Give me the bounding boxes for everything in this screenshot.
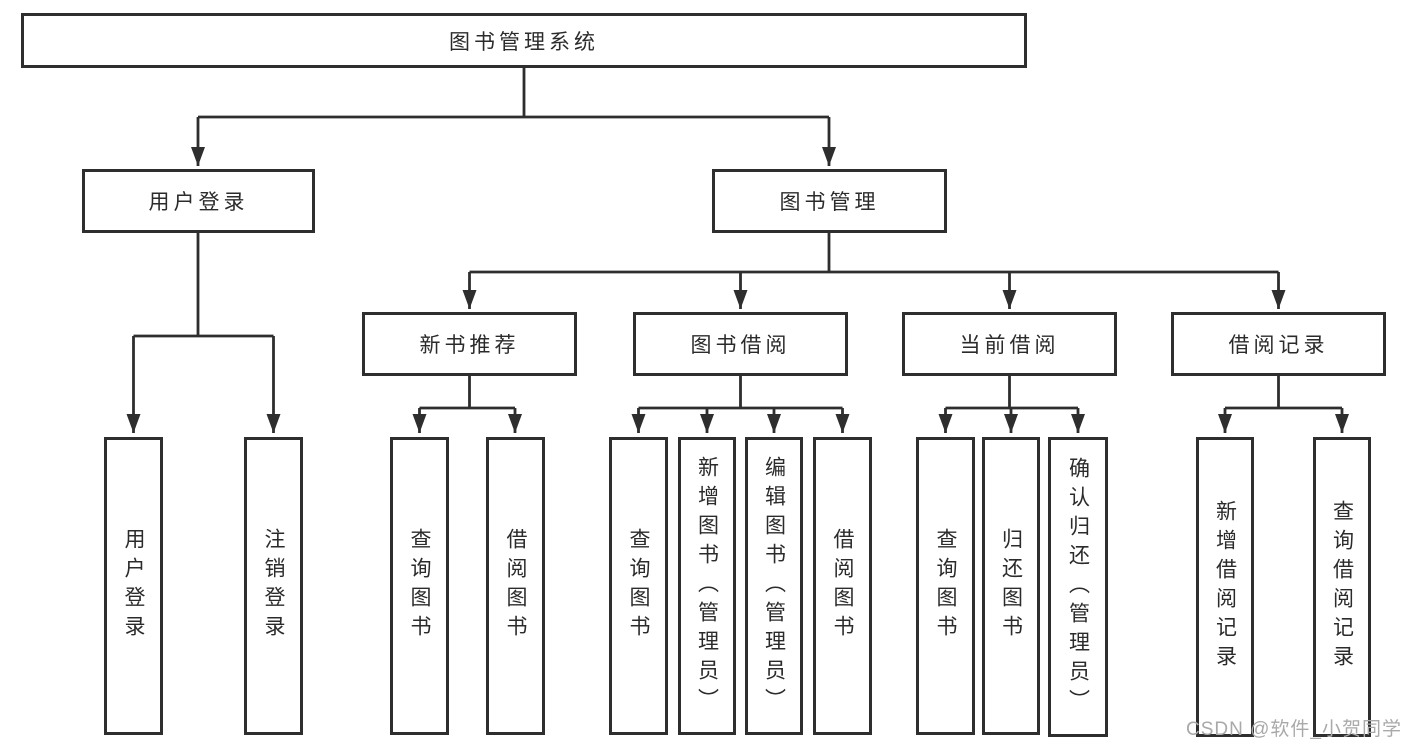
leaf-query-book-a: 查询图书	[390, 437, 449, 735]
leaf-borrow-book-a-label: 借阅图书	[504, 528, 527, 644]
node-book-management: 图书管理	[712, 169, 947, 233]
trunk-book-management	[469, 233, 1279, 274]
leaf-borrow-book-b-label: 借阅图书	[831, 528, 854, 644]
trunk-root	[198, 68, 829, 119]
leaf-add-borrow-record: 新增借阅记录	[1196, 437, 1254, 737]
node-new-book-recommend: 新书推荐	[362, 312, 577, 376]
leaf-user-login-label: 用户登录	[122, 528, 145, 644]
node-new-book-recommend-label: 新书推荐	[419, 334, 520, 357]
leaf-add-book-label: 新增图书（管理员）	[695, 455, 719, 717]
node-book-management-label: 图书管理	[779, 191, 880, 214]
leaf-query-book-a-label: 查询图书	[408, 528, 431, 644]
node-user-login-label: 用户登录	[148, 191, 249, 214]
leaf-edit-book: 编辑图书（管理员）	[745, 437, 803, 735]
leaf-edit-book-label: 编辑图书（管理员）	[762, 455, 786, 717]
leaf-confirm-return-label: 确认归还（管理员）	[1066, 456, 1090, 718]
leaf-confirm-return: 确认归还（管理员）	[1048, 437, 1108, 737]
leaf-logout: 注销登录	[244, 437, 303, 735]
node-borrow-records: 借阅记录	[1171, 312, 1386, 376]
watermark: CSDN @软件_小贺同学	[1186, 719, 1402, 740]
trunk-book-borrow	[638, 376, 843, 410]
leaf-add-book: 新增图书（管理员）	[678, 437, 736, 735]
leaf-add-borrow-record-label: 新增借阅记录	[1213, 500, 1237, 674]
leaf-query-book-c-label: 查询图书	[934, 528, 957, 644]
leaf-query-borrow-record-label: 查询借阅记录	[1330, 500, 1354, 674]
node-book-borrow-label: 图书借阅	[690, 334, 791, 357]
leaf-query-book-c: 查询图书	[916, 437, 975, 735]
leaf-borrow-book-b: 借阅图书	[813, 437, 872, 735]
trunk-current-borrow	[945, 376, 1078, 410]
node-user-login: 用户登录	[82, 169, 315, 233]
leaf-query-book-b-label: 查询图书	[627, 528, 650, 644]
leaf-logout-label: 注销登录	[262, 528, 285, 644]
node-borrow-records-label: 借阅记录	[1228, 334, 1329, 357]
node-root-label: 图书管理系统	[449, 30, 599, 54]
trunk-new-book-recommend	[419, 376, 515, 410]
node-book-borrow: 图书借阅	[633, 312, 848, 376]
node-current-borrow-label: 当前借阅	[959, 334, 1060, 357]
leaf-borrow-book-a: 借阅图书	[486, 437, 545, 735]
node-current-borrow: 当前借阅	[902, 312, 1117, 376]
node-root: 图书管理系统	[21, 13, 1027, 68]
leaf-return-book-label: 归还图书	[999, 528, 1023, 644]
leaf-return-book: 归还图书	[982, 437, 1040, 735]
leaf-query-book-b: 查询图书	[609, 437, 668, 735]
trunk-borrow-records	[1225, 376, 1342, 410]
leaf-user-login: 用户登录	[104, 437, 163, 735]
leaf-query-borrow-record: 查询借阅记录	[1313, 437, 1371, 737]
trunk-user-login	[133, 233, 274, 338]
